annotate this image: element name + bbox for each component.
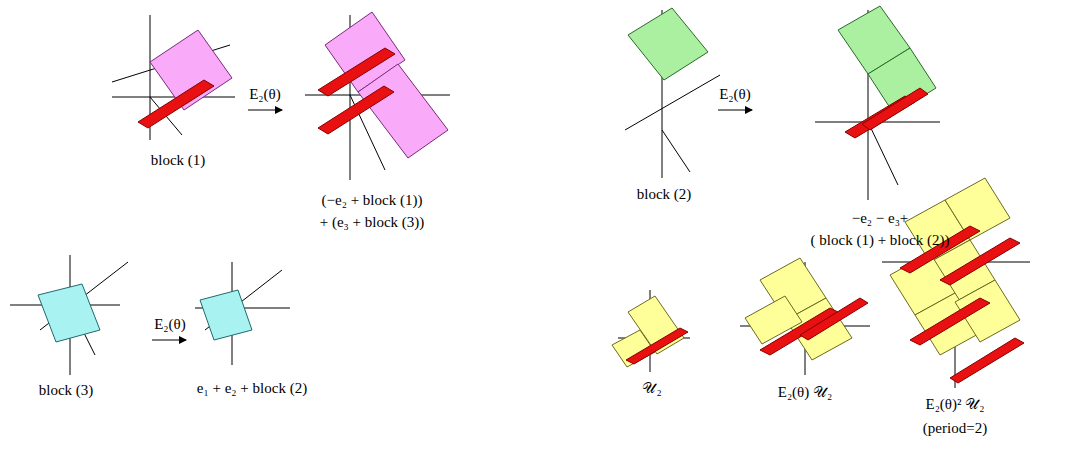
map-label: E₂(θ) <box>249 86 281 103</box>
image-caption: e₁ + e₂ + block (2) <box>197 380 307 397</box>
block-1-image <box>305 12 450 180</box>
block-caption: block (2) <box>637 186 692 203</box>
map-label: E₂(θ) <box>154 316 186 333</box>
block-caption: block (3) <box>39 382 94 399</box>
map-arrow <box>152 340 186 341</box>
set-caption: 𝒰₂ <box>642 380 661 397</box>
image-caption: + (e₃ + block (3)) <box>320 214 425 231</box>
block-2-figure <box>625 8 720 178</box>
image-caption: −e₂ − e₃+ <box>852 210 909 227</box>
image-caption: (−e₂ + block (1)) <box>322 192 423 209</box>
map-label: E₂(θ) <box>719 86 751 103</box>
set-caption: E₂(θ) 𝒰₂ <box>778 384 833 401</box>
set-caption: E₂(θ)² 𝒰₂ <box>925 396 984 413</box>
block-1-figure <box>112 15 235 140</box>
period-note: (period=2) <box>923 420 987 437</box>
map-arrow <box>718 110 752 111</box>
e-u2-figure <box>740 258 870 375</box>
block-3-image <box>195 262 290 365</box>
u2-figure <box>612 290 690 372</box>
map-arrow <box>248 110 282 111</box>
block-2-image <box>815 6 940 200</box>
image-caption: ( block (1) + block (2)) <box>811 232 950 249</box>
block-3-figure <box>10 255 128 375</box>
block-caption: block (1) <box>151 152 206 169</box>
